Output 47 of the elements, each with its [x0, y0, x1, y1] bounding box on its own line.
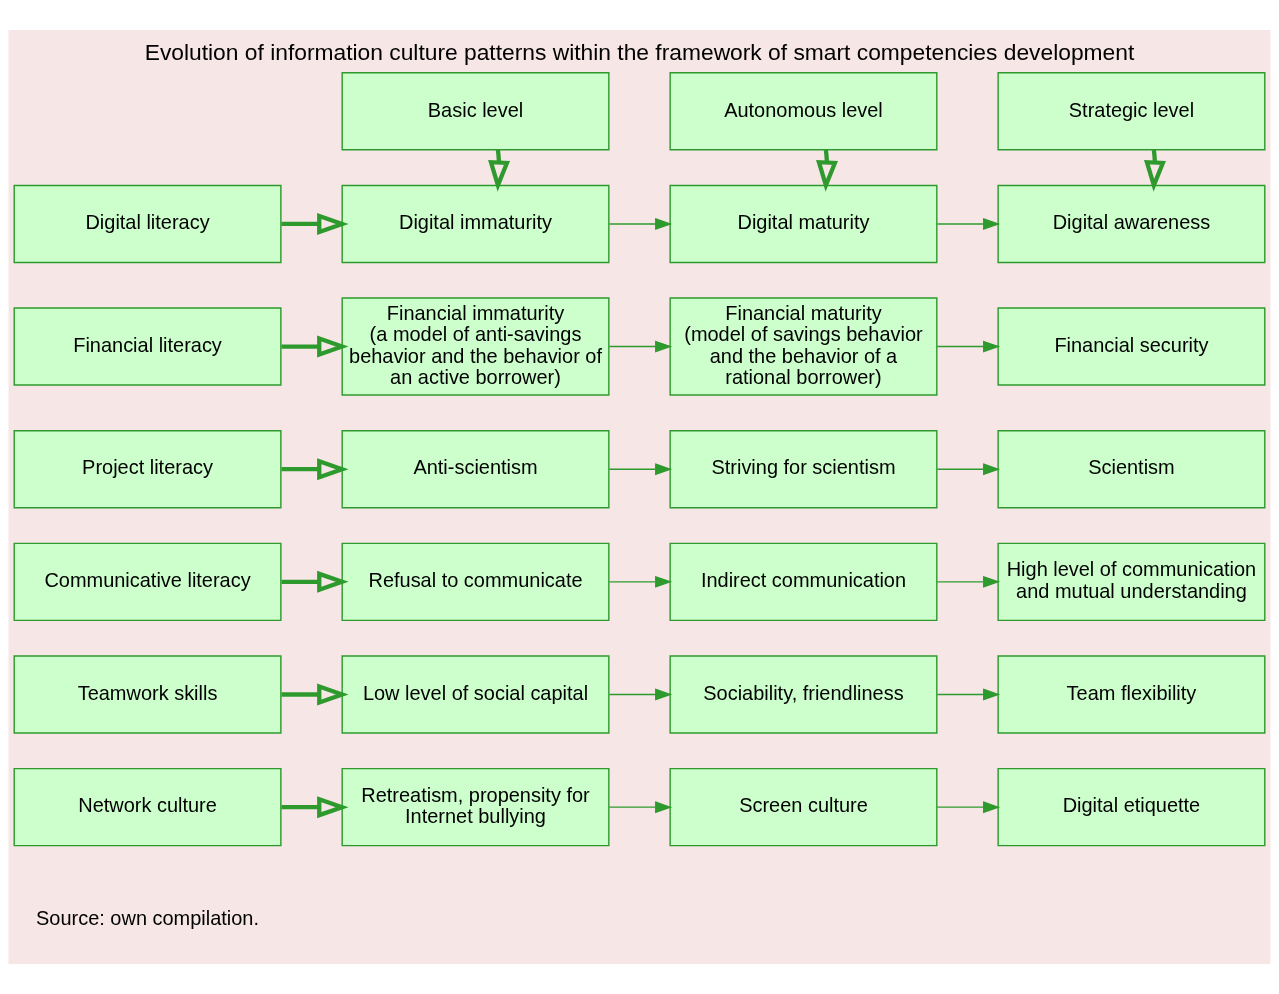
- node-box: Indirect communication: [669, 542, 938, 622]
- node-box: Teamwork skills: [13, 655, 282, 734]
- node-box: Refusal to communicate: [341, 542, 610, 622]
- node-box: Digital literacy: [13, 184, 282, 264]
- node-box: Digital etiquette: [997, 767, 1266, 847]
- arrow: [281, 683, 349, 706]
- arrow: [281, 212, 349, 235]
- arrow: [936, 463, 1001, 476]
- node-box: Autonomous level: [669, 72, 938, 151]
- node-box: Strategic level: [997, 72, 1266, 151]
- node-box: Digital awareness: [997, 184, 1266, 264]
- node-box: Financial literacy: [13, 307, 282, 386]
- arrow: [281, 570, 349, 593]
- node-box: Digital maturity: [669, 184, 938, 264]
- arrow: [608, 340, 673, 353]
- node-box: Team flexibility: [997, 655, 1266, 734]
- arrow: [936, 575, 1001, 588]
- arrow: [936, 217, 1001, 230]
- arrow: [608, 463, 673, 476]
- arrow: [608, 575, 673, 588]
- node-box: Basic level: [341, 72, 610, 151]
- node-box: Financial security: [997, 307, 1266, 386]
- node-box: Anti-scientism: [341, 429, 610, 509]
- arrow: [608, 801, 673, 814]
- arrow: [936, 801, 1001, 814]
- node-box: Sociability, friendliness: [669, 655, 938, 734]
- node-box: Digital immaturity: [341, 184, 610, 264]
- arrow: [608, 688, 673, 701]
- arrow: [608, 217, 673, 230]
- node-box: Retreatism, propensity for Internet bullying: [341, 767, 610, 847]
- arrow: [936, 688, 1001, 701]
- node-box: Scientism: [997, 429, 1266, 509]
- node-box: Striving for scientism: [669, 429, 938, 509]
- node-box: Financial immaturity (a model of anti-savings behavior and the behavior of an active borrower): [341, 297, 610, 396]
- node-box: Network culture: [13, 767, 282, 847]
- arrow: [281, 335, 349, 358]
- node-box: Low level of social capital: [341, 655, 610, 734]
- node-box: Screen culture: [669, 767, 938, 847]
- diagram-title: Evolution of information culture patterns within the framework of smart competencies development: [144, 38, 1135, 65]
- arrow: [281, 458, 349, 481]
- arrow: [936, 340, 1001, 353]
- arrow: [281, 796, 349, 819]
- node-box: Financial maturity (model of savings behavior and the behavior of a rational borrower): [669, 297, 938, 396]
- node-box: High level of communication and mutual understanding: [997, 542, 1266, 622]
- node-box: Communicative literacy: [13, 542, 282, 622]
- node-box: Project literacy: [13, 429, 282, 509]
- caption: Source: own compilation.: [36, 907, 260, 930]
